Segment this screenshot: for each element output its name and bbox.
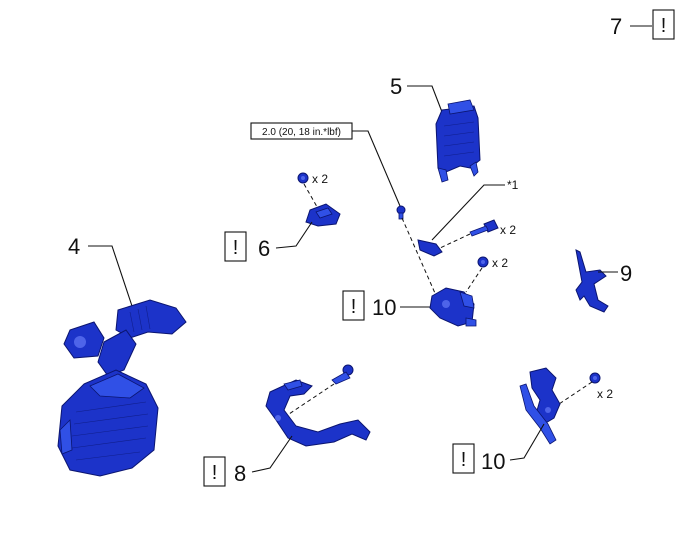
callout-10a: 10 xyxy=(372,295,396,320)
sensor-part-10b xyxy=(519,367,561,445)
assembly-line-bolt xyxy=(439,233,471,249)
hose-part-9 xyxy=(575,249,609,313)
qty-10b: x 2 xyxy=(597,387,613,401)
bolt-part xyxy=(469,219,499,237)
nut-part-6 xyxy=(297,172,309,184)
ecu-bracket-part xyxy=(435,99,481,183)
bracket-part-6 xyxy=(305,203,341,227)
leader-4 xyxy=(88,245,133,307)
callout-7: 7 xyxy=(610,14,622,39)
nut-part xyxy=(477,256,489,268)
pipe-part-8 xyxy=(265,379,371,447)
leader-10b xyxy=(509,423,545,461)
leader-ref xyxy=(431,184,505,241)
callout-10b: 10 xyxy=(481,449,505,474)
assembly-line-10a xyxy=(401,217,439,301)
notice-box-10a[interactable]: ! xyxy=(342,290,365,321)
torque-spec-label: 2.0 (20, 18 in.*lbf) xyxy=(250,122,353,140)
svg-text:2.0 (20, 18 in.*lbf): 2.0 (20, 18 in.*lbf) xyxy=(262,127,341,138)
callout-9: 9 xyxy=(620,261,632,286)
svg-text:!: ! xyxy=(212,462,218,484)
notice-box-7[interactable]: ! xyxy=(652,9,675,40)
callout-8: 8 xyxy=(234,461,246,486)
svg-text:!: ! xyxy=(661,15,667,37)
assembly-line-8 xyxy=(279,383,335,421)
leader-6 xyxy=(275,221,313,249)
leader-5 xyxy=(407,85,443,113)
assembly-line-6 xyxy=(303,183,321,213)
small-bracket-part xyxy=(417,239,443,257)
qty-bolt: x 2 xyxy=(500,223,516,237)
leader-8 xyxy=(251,435,293,473)
bolt-part-10b xyxy=(589,372,601,384)
leader-torque xyxy=(352,130,401,207)
assembly-line-nut xyxy=(465,267,483,293)
svg-text:!: ! xyxy=(461,449,467,471)
qty-nut: x 2 xyxy=(492,256,508,270)
svg-text:!: ! xyxy=(233,237,239,259)
svg-text:!: ! xyxy=(351,296,357,318)
callout-5: 5 xyxy=(390,74,402,99)
assembly-line-10b xyxy=(555,381,593,407)
sensor-unit-part-10a xyxy=(429,287,477,327)
callout-6: 6 xyxy=(258,236,270,261)
notice-box-6[interactable]: ! xyxy=(224,231,247,262)
bolt-part-8 xyxy=(331,364,354,385)
screw-part xyxy=(396,205,406,220)
reference-mark: *1 xyxy=(507,178,519,192)
callout-4: 4 xyxy=(68,234,80,259)
qty-6: x 2 xyxy=(312,172,328,186)
notice-box-10b[interactable]: ! xyxy=(452,443,475,474)
notice-box-8[interactable]: ! xyxy=(203,456,226,487)
air-cleaner-part xyxy=(57,299,187,477)
